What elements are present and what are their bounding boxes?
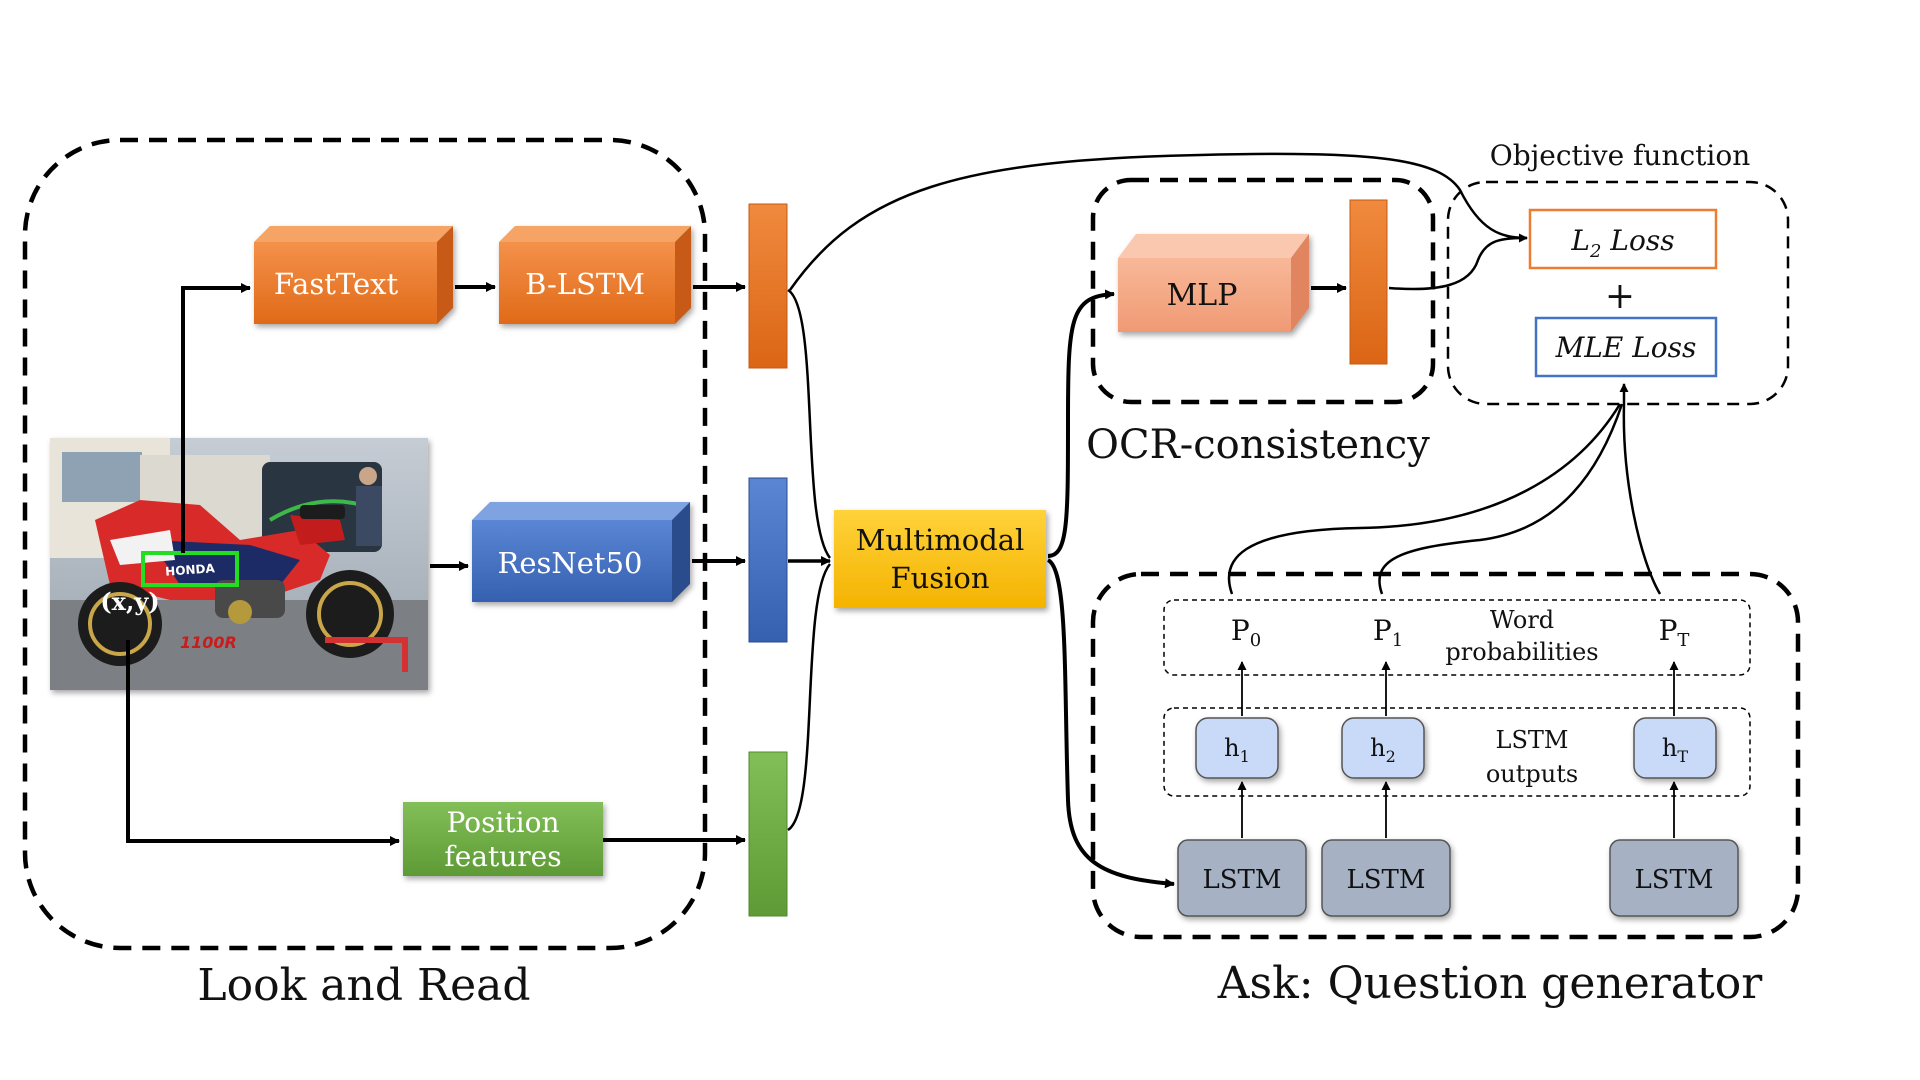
ocr-sign-text: HONDA <box>165 561 216 578</box>
mlp-module <box>1118 234 1309 332</box>
position-feature-vector <box>748 751 788 917</box>
hidden-state-ht-label: hT <box>1662 734 1688 766</box>
plus-sign: + <box>1605 276 1635 317</box>
hidden-state-h2 <box>1341 717 1425 779</box>
fasttext-label: FastText <box>274 267 399 301</box>
multimodal-fusion-label-line1: Multimodal <box>856 523 1025 557</box>
look-and-read-region <box>22 137 708 951</box>
ocr-consistency-region <box>1090 177 1436 405</box>
mle-loss-label: MLE Loss <box>1555 331 1697 364</box>
resnet50-label: ResNet50 <box>498 546 643 580</box>
objective-function-title: Objective function <box>1490 139 1751 172</box>
question-generator-title: Ask: Question generator <box>1217 958 1763 1009</box>
mle-loss-box <box>1534 316 1718 378</box>
position-features-module <box>403 802 603 876</box>
hidden-state-h1-label: h1 <box>1224 734 1250 766</box>
svg-text:1100R: 1100R <box>180 633 237 652</box>
hidden-state-ht <box>1633 717 1717 779</box>
lstm-cell-1-label: LSTM <box>1202 865 1281 895</box>
resnet50-module <box>472 502 690 602</box>
blstm-module <box>499 226 691 324</box>
objective-function-region <box>1446 180 1790 406</box>
input-image: 1100R <box>50 438 428 690</box>
mlp-label: MLP <box>1167 278 1238 313</box>
multimodal-fusion-module <box>834 510 1046 608</box>
lstm-outputs-label-line1: LSTM <box>1496 726 1569 754</box>
ocr-consistency-title: OCR-consistency <box>1086 422 1430 468</box>
visual-feature-vector <box>748 477 788 643</box>
blstm-label: B-LSTM <box>525 267 645 301</box>
l2-loss-label: L2 Loss <box>1570 224 1674 262</box>
connectors <box>126 152 1679 889</box>
ocr-bounding-box <box>141 551 239 587</box>
prob-p0: P0 <box>1231 614 1261 651</box>
word-probabilities-label-line2: probabilities <box>1445 638 1598 666</box>
position-features-label-line1: Position <box>447 806 560 839</box>
hidden-state-h1 <box>1195 717 1279 779</box>
text-feature-vector <box>748 203 788 369</box>
fasttext-module <box>254 226 453 324</box>
prob-p1: P1 <box>1373 614 1403 651</box>
prob-pt: PT <box>1659 614 1690 651</box>
look-and-read-title: Look and Read <box>197 960 530 1011</box>
word-probabilities-box <box>1163 599 1751 676</box>
multimodal-fusion-label-line2: Fusion <box>890 561 989 595</box>
lstm-outputs-label-line2: outputs <box>1486 760 1578 788</box>
lstm-cell-2 <box>1321 839 1451 917</box>
ocr-consistency-vector <box>1349 199 1388 365</box>
lstm-cell-3-label: LSTM <box>1634 865 1713 895</box>
lstm-cell-3 <box>1609 839 1739 917</box>
question-generator-region <box>1090 571 1801 940</box>
lstm-outputs-box <box>1163 707 1751 797</box>
coordinate-label: (x,y) <box>100 587 159 616</box>
word-probabilities-label-line1: Word <box>1490 606 1554 634</box>
position-features-label-line2: features <box>444 840 561 873</box>
lstm-cell-2-label: LSTM <box>1346 865 1425 895</box>
lstm-cell-1 <box>1177 839 1307 917</box>
l2-loss-box <box>1528 208 1718 270</box>
hidden-state-h2-label: h2 <box>1370 734 1396 766</box>
